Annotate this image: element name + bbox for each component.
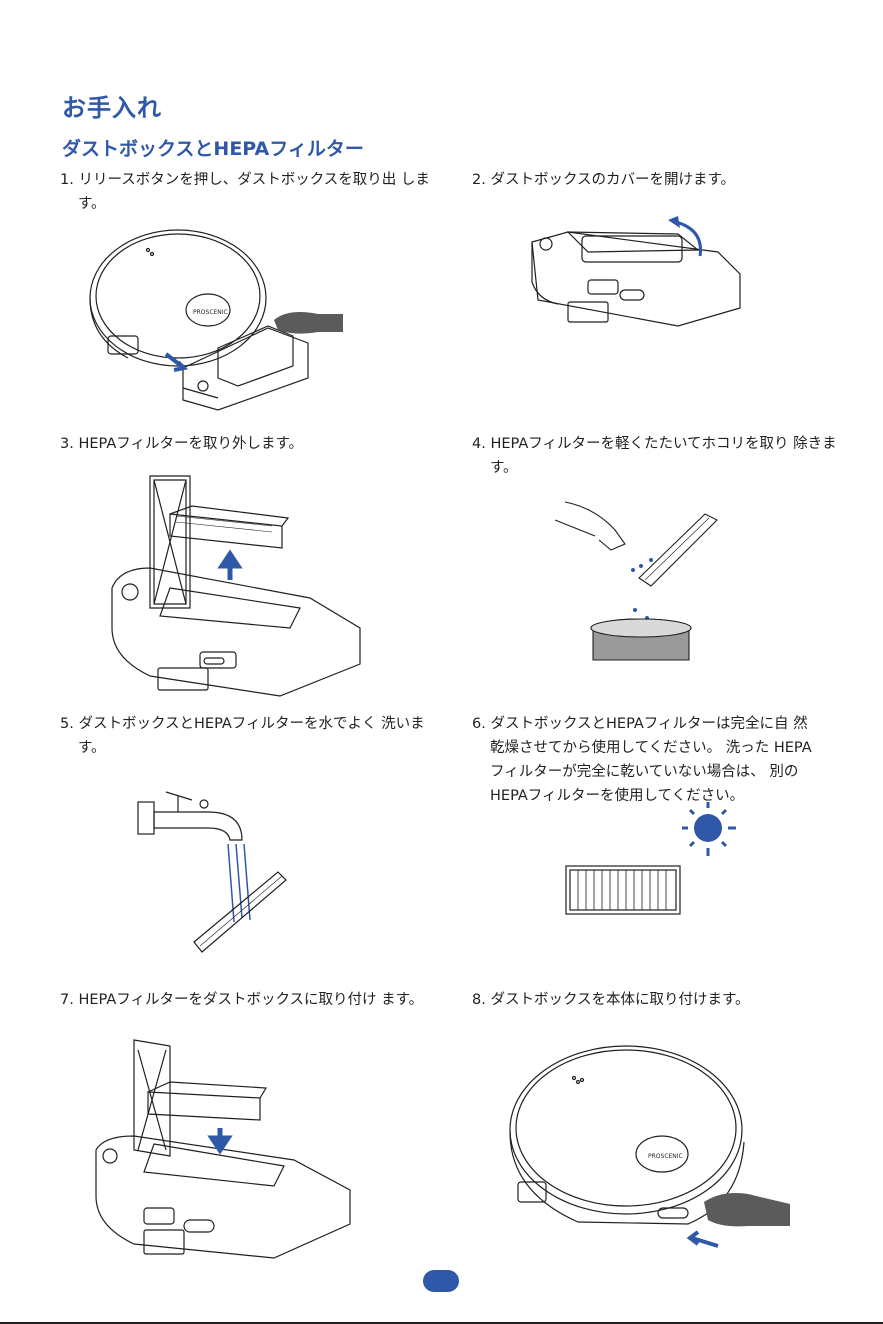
dustbox-illustration [95, 1039, 351, 1259]
step-4-text: 4. HEPAフィルターを軽くたたいてホコリを取り 除きます。 [472, 436, 837, 476]
step-7-text: 7. HEPAフィルターをダストボックスに取り付け ます。 [60, 992, 424, 1008]
hand-icon [554, 501, 626, 551]
step-6: 6. ダストボックスとHEPAフィルターは完全に自 然乾燥させてから使用してくだ… [472, 712, 822, 808]
step-3-text: 3. HEPAフィルターを取り外します。 [60, 436, 304, 452]
dustbox-illustration [111, 475, 361, 697]
arrow-icon [217, 549, 243, 580]
step-2-text: 2. ダストボックスのカバーを開けます。 [472, 172, 736, 188]
arrow-head-icon [668, 216, 680, 228]
filter-illustration [147, 1081, 268, 1121]
page-title: お手入れ [62, 94, 162, 122]
figure-dry [565, 800, 746, 918]
figure-remove-filter [110, 468, 362, 700]
step-1: 1. リリースボタンを押し、ダストボックスを取り出 します。 [60, 168, 430, 216]
water-tap-icon [137, 791, 243, 841]
figure-tap-filter [554, 500, 725, 662]
filter-illustration [169, 505, 290, 549]
hand-icon [274, 312, 343, 334]
robot-vacuum-illustration: PROSCENIC [509, 1045, 745, 1225]
step-4: 4. HEPAフィルターを軽くたたいてホコリを取り 除きます。 [472, 432, 842, 480]
step-2: 2. ダストボックスのカバーを開けます。 [472, 168, 842, 192]
hand-icon [704, 1193, 790, 1227]
figure-install-filter [94, 1039, 354, 1264]
figure-insert-dustbox: PROSCENIC [508, 1042, 792, 1256]
filter-illustration [193, 871, 287, 953]
figure-open-cover [528, 212, 744, 330]
brand-logo: PROSCENIC [193, 309, 228, 316]
bowl-icon [590, 618, 692, 661]
step-5-text: 5. ダストボックスとHEPAフィルターを水でよく 洗います。 [60, 716, 425, 756]
robot-vacuum-illustration: PROSCENIC [89, 229, 267, 367]
figure-wash [137, 782, 298, 968]
step-7: 7. HEPAフィルターをダストボックスに取り付け ます。 [60, 988, 430, 1012]
dustbox-illustration [182, 325, 309, 411]
section-title: ダストボックスとHEPAフィルター [62, 138, 364, 160]
step-3: 3. HEPAフィルターを取り外します。 [60, 432, 430, 456]
step-8: 8. ダストボックスを本体に取り付けます。 [472, 988, 842, 1012]
page-bottom-edge [0, 1322, 883, 1324]
arrow-icon [675, 220, 702, 257]
dustbox-illustration [531, 231, 741, 327]
step-5: 5. ダストボックスとHEPAフィルターを水でよく 洗います。 [60, 712, 430, 760]
step-8-text: 8. ダストボックスを本体に取り付けます。 [472, 992, 750, 1008]
page-number-badge [423, 1270, 459, 1292]
figure-remove-dustbox: PROSCENIC [88, 228, 358, 418]
arrow-icon [207, 1128, 233, 1155]
filter-illustration [638, 513, 718, 587]
filter-illustration [565, 865, 681, 915]
sun-icon [682, 802, 736, 856]
brand-logo-2: PROSCENIC [648, 1153, 683, 1160]
arrow-icon [164, 352, 189, 372]
step-1-text: 1. リリースボタンを押し、ダストボックスを取り出 します。 [60, 172, 430, 212]
arrow-icon [686, 1230, 719, 1248]
step-6-text: 6. ダストボックスとHEPAフィルターは完全に自 然乾燥させてから使用してくだ… [472, 716, 812, 804]
